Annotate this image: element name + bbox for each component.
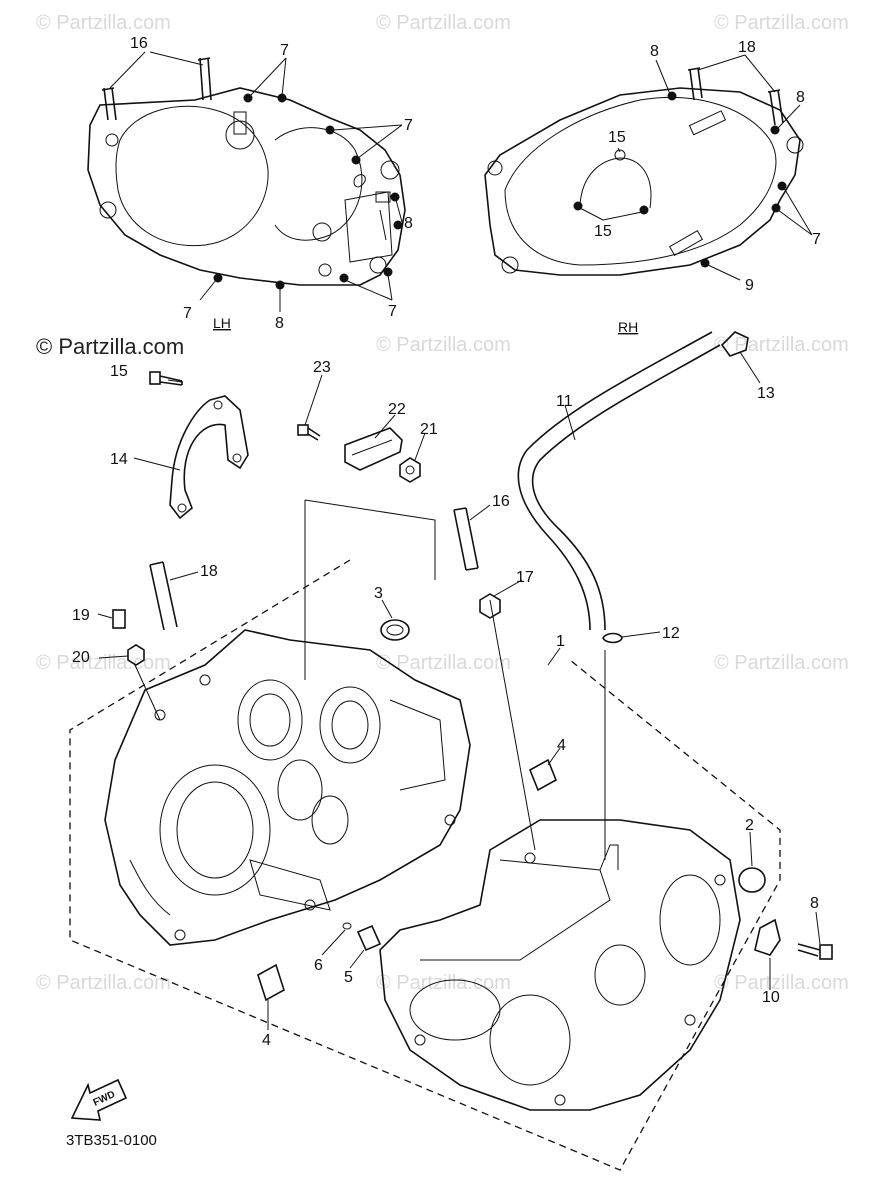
hose-11-drawing xyxy=(517,331,721,631)
callout-7: 7 xyxy=(388,303,397,320)
callout-21: 21 xyxy=(420,421,438,438)
callout-8: 8 xyxy=(650,43,659,60)
rh-crankcase-half-drawing xyxy=(379,819,741,1111)
clamp-13-drawing xyxy=(720,331,749,357)
bolt-8-drawing xyxy=(797,943,833,960)
screw-23-drawing xyxy=(297,424,321,441)
callout-4: 4 xyxy=(557,737,566,754)
callout-2: 2 xyxy=(745,817,754,834)
callout-7: 7 xyxy=(812,231,821,248)
callout-15: 15 xyxy=(608,129,626,146)
clamp-10-drawing xyxy=(754,918,781,956)
callout-1: 1 xyxy=(556,633,565,650)
callout-8: 8 xyxy=(275,315,284,332)
watermark: © Partzilla.com xyxy=(714,12,849,34)
watermark: © Partzilla.com xyxy=(376,12,511,34)
diagram-code: 3TB351-0100 xyxy=(66,1132,157,1149)
callout-8: 8 xyxy=(810,895,819,912)
leader-line xyxy=(304,499,436,580)
dowel-4-drawing xyxy=(257,963,285,1002)
callout-19: 19 xyxy=(72,607,90,624)
callout-16: 16 xyxy=(492,493,510,510)
callout-15: 15 xyxy=(110,363,128,380)
watermark: © Partzilla.com xyxy=(714,652,849,674)
callout-18: 18 xyxy=(200,563,218,580)
side-label-rh: RH xyxy=(618,319,638,335)
callout-14: 14 xyxy=(110,451,128,468)
callout-6: 6 xyxy=(314,957,323,974)
callout-16: 16 xyxy=(130,35,148,52)
clip-12-drawing xyxy=(602,632,623,644)
watermark: © Partzilla.com xyxy=(376,972,511,994)
lh-gasket-face-drawing xyxy=(87,57,406,290)
callout-7: 7 xyxy=(404,117,413,134)
bearing-2-drawing xyxy=(738,867,766,893)
callout-8: 8 xyxy=(796,89,805,106)
cap-17-drawing xyxy=(479,593,501,619)
o-ring-6-drawing xyxy=(342,922,352,930)
callout-15: 15 xyxy=(594,223,612,240)
callout-9: 9 xyxy=(745,277,754,294)
callout-22: 22 xyxy=(388,401,406,418)
callout-3: 3 xyxy=(374,585,383,602)
callout-4: 4 xyxy=(262,1032,271,1049)
callout-17: 17 xyxy=(516,569,534,586)
watermark-main: © Partzilla.com xyxy=(36,334,185,359)
callout-leaders xyxy=(97,51,821,1030)
plate-22-drawing xyxy=(344,427,403,471)
watermark: © Partzilla.com xyxy=(714,972,849,994)
nut-21-drawing xyxy=(399,457,421,483)
bolt-15-drawing xyxy=(149,371,183,386)
watermark: © Partzilla.com xyxy=(36,972,171,994)
callout-10: 10 xyxy=(762,989,780,1006)
nut-20-drawing xyxy=(127,644,145,666)
callout-5: 5 xyxy=(344,969,353,986)
callout-18: 18 xyxy=(738,39,756,56)
dowel-19-drawing xyxy=(112,609,126,629)
forward-arrow-icon xyxy=(70,1078,128,1121)
rh-gasket-face-drawing xyxy=(484,67,804,276)
side-label-lh: LH xyxy=(213,315,231,331)
watermark: © Partzilla.com xyxy=(36,12,171,34)
callout-20: 20 xyxy=(72,649,90,666)
stud-16-drawing xyxy=(453,507,479,571)
assembly-dashed-outline xyxy=(69,559,781,1171)
dowel-4-drawing xyxy=(528,758,558,792)
callout-23: 23 xyxy=(313,359,331,376)
dowel-5-drawing xyxy=(356,924,382,952)
stud-18-drawing xyxy=(149,561,178,631)
callout-12: 12 xyxy=(662,625,680,642)
callout-13: 13 xyxy=(757,385,775,402)
forward-arrow-label: FWD xyxy=(92,1089,117,1109)
callout-7: 7 xyxy=(183,305,192,322)
watermark: © Partzilla.com xyxy=(376,334,511,356)
bracket-14-drawing xyxy=(169,395,249,520)
callout-8: 8 xyxy=(404,215,413,232)
watermark: © Partzilla.com xyxy=(376,652,511,674)
lh-crankcase-half-drawing xyxy=(104,629,471,946)
callout-numbers: 16 7 7 8 7 8 7 8 18 8 15 15 7 9 15 23 22… xyxy=(72,35,821,1049)
bearing-3-drawing xyxy=(380,619,410,641)
callout-11: 11 xyxy=(556,393,573,410)
callout-7: 7 xyxy=(280,42,289,59)
